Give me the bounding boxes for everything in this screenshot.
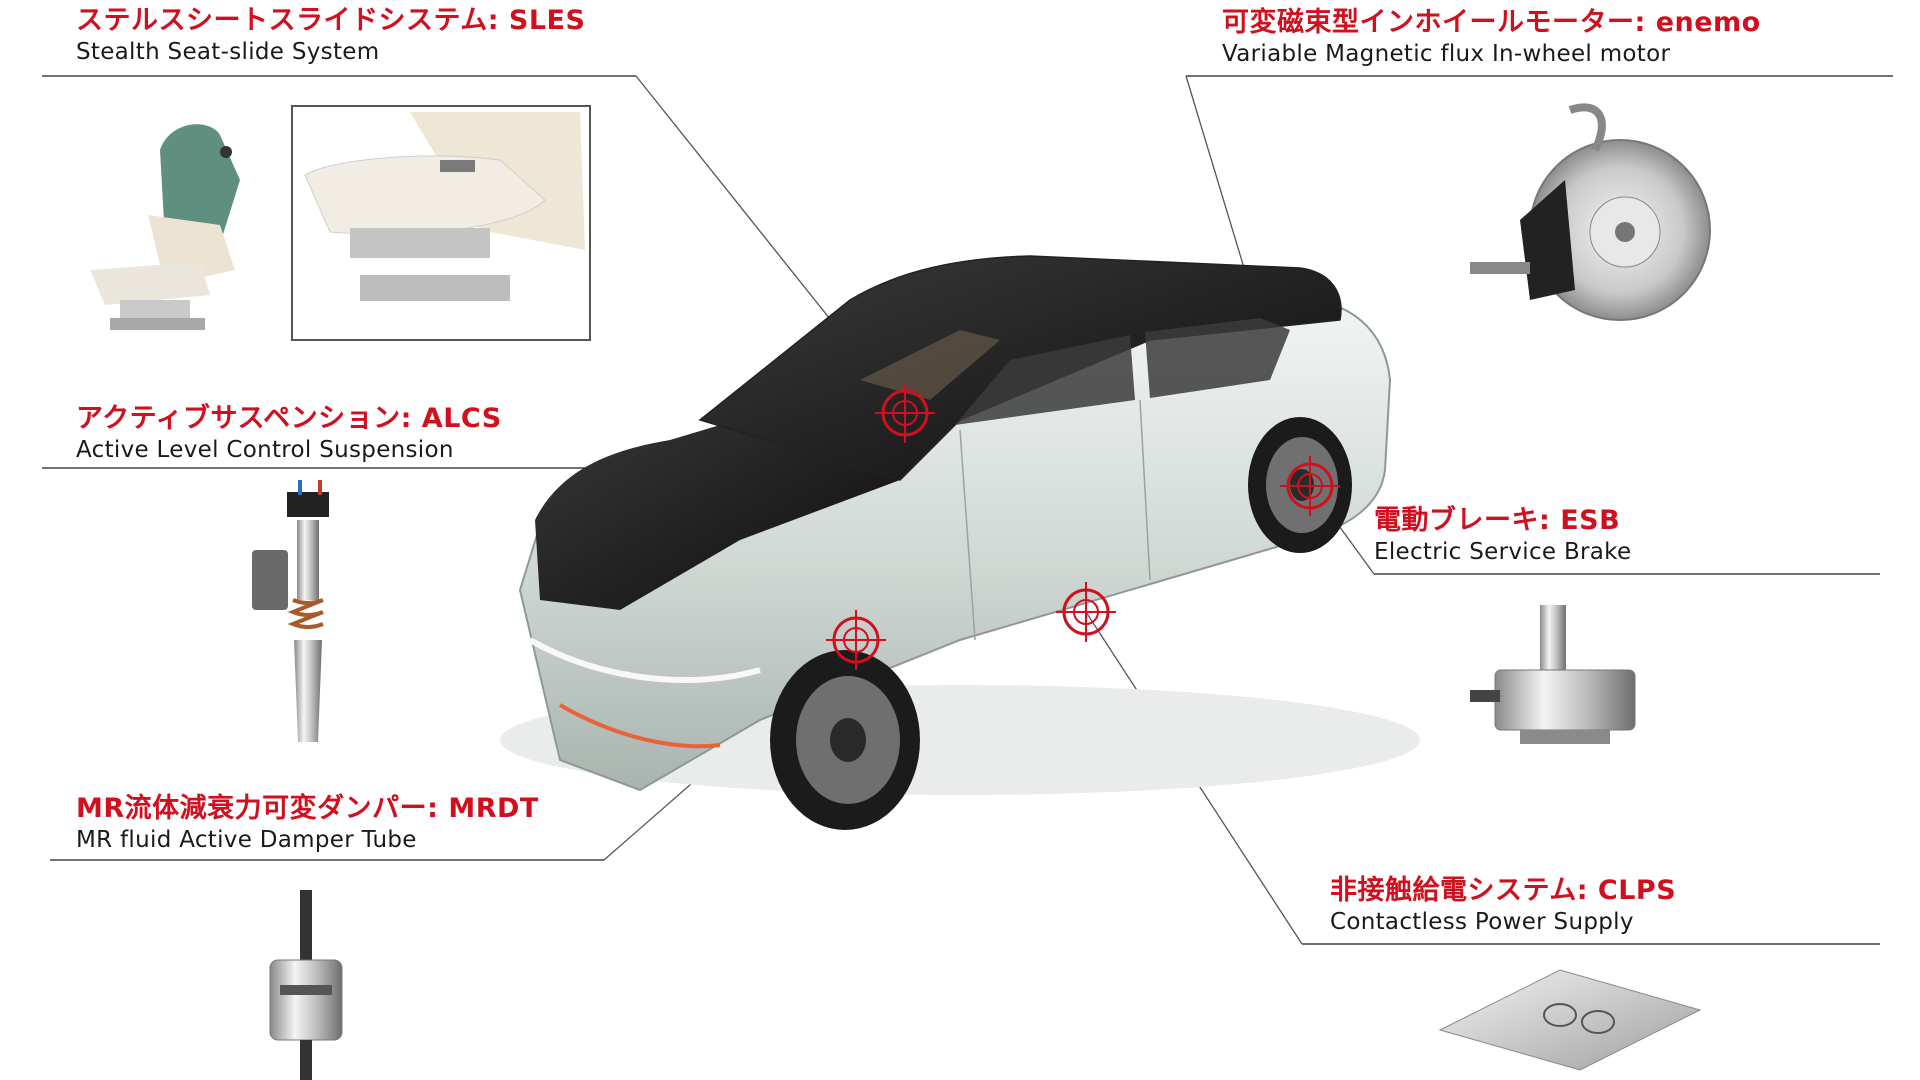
charging-pad-icon — [1438, 969, 1702, 1071]
brake-icon — [1470, 605, 1636, 744]
feature-title-mrdt: MR流体減衰力可変ダンパー: MRDT — [76, 793, 539, 824]
seat-closeup-icon — [291, 105, 591, 341]
feature-title-alcs: アクティブサスペンション: ALCS — [76, 403, 502, 434]
feature-label-sles: ステルスシートスライドシステム: SLES Stealth Seat-slide… — [76, 4, 585, 66]
target-icon-front-suspension — [826, 610, 886, 670]
damper-icon — [269, 890, 343, 1080]
feature-label-clps: 非接触給電システム: CLPS Contactless Power Supply — [1330, 874, 1676, 936]
label-rules — [42, 75, 1893, 945]
feature-subtitle-mrdt: MR fluid Active Damper Tube — [76, 827, 417, 853]
feature-subtitle-esb: Electric Service Brake — [1374, 539, 1632, 565]
motor-icon — [1470, 103, 1711, 321]
feature-title-clps: 非接触給電システム: CLPS — [1330, 875, 1677, 906]
target-icon-underbody — [1056, 582, 1116, 642]
feature-label-esb: 電動ブレーキ: ESB Electric Service Brake — [1374, 504, 1631, 566]
feature-title-sles: ステルスシートスライドシステム: SLES — [76, 5, 586, 36]
feature-subtitle-enemo: Variable Magnetic flux In-wheel motor — [1222, 41, 1671, 67]
feature-label-mrdt: MR流体減衰力可変ダンパー: MRDT MR fluid Active Damp… — [76, 792, 539, 854]
seat-icon — [90, 124, 240, 330]
feature-subtitle-clps: Contactless Power Supply — [1330, 909, 1634, 935]
suspension-icon — [252, 480, 329, 742]
target-icon-rear-wheel — [1280, 456, 1340, 516]
feature-title-enemo: 可変磁束型インホイールモーター: enemo — [1222, 7, 1761, 38]
feature-label-enemo: 可変磁束型インホイールモーター: enemo Variable Magnetic… — [1222, 6, 1761, 68]
feature-title-esb: 電動ブレーキ: ESB — [1374, 505, 1621, 536]
feature-subtitle-sles: Stealth Seat-slide System — [76, 39, 380, 65]
car-illustration — [500, 255, 1420, 830]
feature-subtitle-alcs: Active Level Control Suspension — [76, 437, 454, 463]
target-icon-seat — [875, 383, 935, 443]
feature-label-alcs: アクティブサスペンション: ALCS Active Level Control … — [76, 402, 502, 464]
